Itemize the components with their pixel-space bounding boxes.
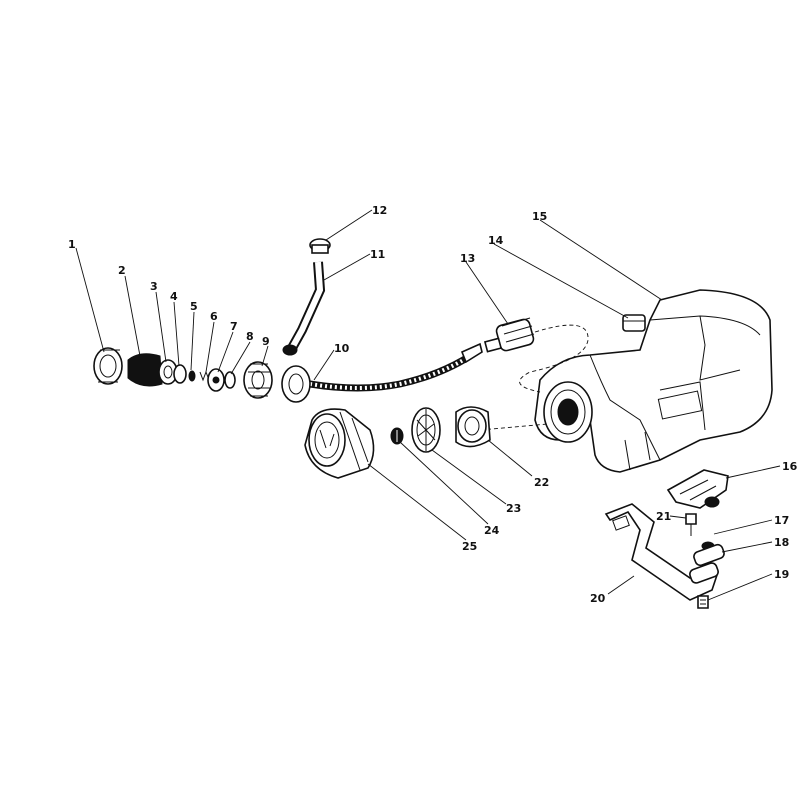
left-parts-stack — [93, 347, 311, 403]
callout-17: 17 — [774, 514, 789, 527]
callout-10: 10 — [334, 342, 350, 355]
callout-4: 4 — [170, 290, 178, 303]
callout-14: 14 — [488, 234, 504, 247]
callout-16: 16 — [782, 460, 798, 473]
callout-23: 23 — [506, 502, 521, 515]
callout-9: 9 — [262, 335, 270, 348]
callout-21: 21 — [656, 510, 671, 523]
callout-1: 1 — [68, 238, 76, 251]
callout-5: 5 — [190, 300, 198, 313]
callout-25: 25 — [462, 540, 477, 553]
fuel-hose — [309, 342, 483, 392]
fuel-filter — [483, 317, 535, 353]
strainer-screen — [411, 407, 441, 453]
callout-11: 11 — [370, 248, 385, 261]
fuel-line-routing — [519, 324, 589, 393]
callout-15: 15 — [532, 210, 547, 223]
callout-20: 20 — [590, 592, 606, 605]
callout-3: 3 — [150, 280, 158, 293]
tank-strap — [604, 503, 725, 609]
fuel-tank — [534, 289, 773, 473]
callout-12: 12 — [372, 204, 387, 217]
fuel-cap — [304, 408, 375, 479]
pickup-tube — [282, 238, 331, 356]
cap-gasket — [390, 427, 404, 445]
callout-2: 2 — [118, 264, 126, 277]
callout-6: 6 — [210, 310, 218, 323]
callout-7: 7 — [230, 320, 238, 333]
filler-alignment-line — [479, 423, 549, 431]
callout-18: 18 — [774, 536, 789, 549]
callout-19: 19 — [774, 568, 789, 581]
filler-neck — [455, 406, 491, 448]
mounting-bracket — [666, 469, 729, 551]
callout-22: 22 — [534, 476, 549, 489]
leader-lines — [75, 209, 781, 601]
callout-13: 13 — [460, 252, 475, 265]
callout-8: 8 — [246, 330, 254, 343]
callout-24: 24 — [484, 524, 500, 537]
callout-labels: 1 2 3 4 5 6 7 8 9 10 11 12 13 14 15 16 1… — [68, 204, 798, 605]
